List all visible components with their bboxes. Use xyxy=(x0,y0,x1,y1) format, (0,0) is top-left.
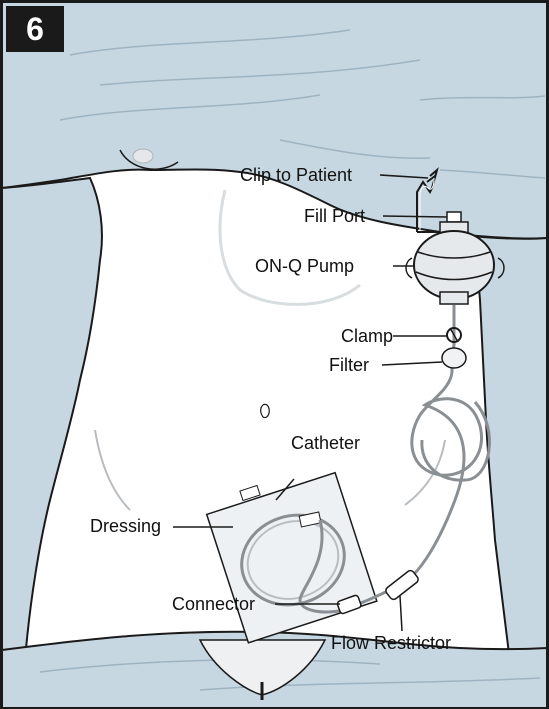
filter xyxy=(442,348,466,368)
step-number-badge: 6 xyxy=(6,6,64,52)
label-catheter: Catheter xyxy=(291,433,360,453)
label-fill-port: Fill Port xyxy=(304,206,365,226)
label-connector: Connector xyxy=(172,594,255,614)
label-clip-to-patient: Clip to Patient xyxy=(240,165,352,185)
label-on-q-pump: ON-Q Pump xyxy=(255,256,354,276)
label-clamp: Clamp xyxy=(341,326,393,346)
label-flow-restrictor: Flow Restrictor xyxy=(331,633,451,653)
label-dressing: Dressing xyxy=(90,516,161,536)
fill-port xyxy=(447,212,461,222)
label-filter: Filter xyxy=(329,355,369,375)
